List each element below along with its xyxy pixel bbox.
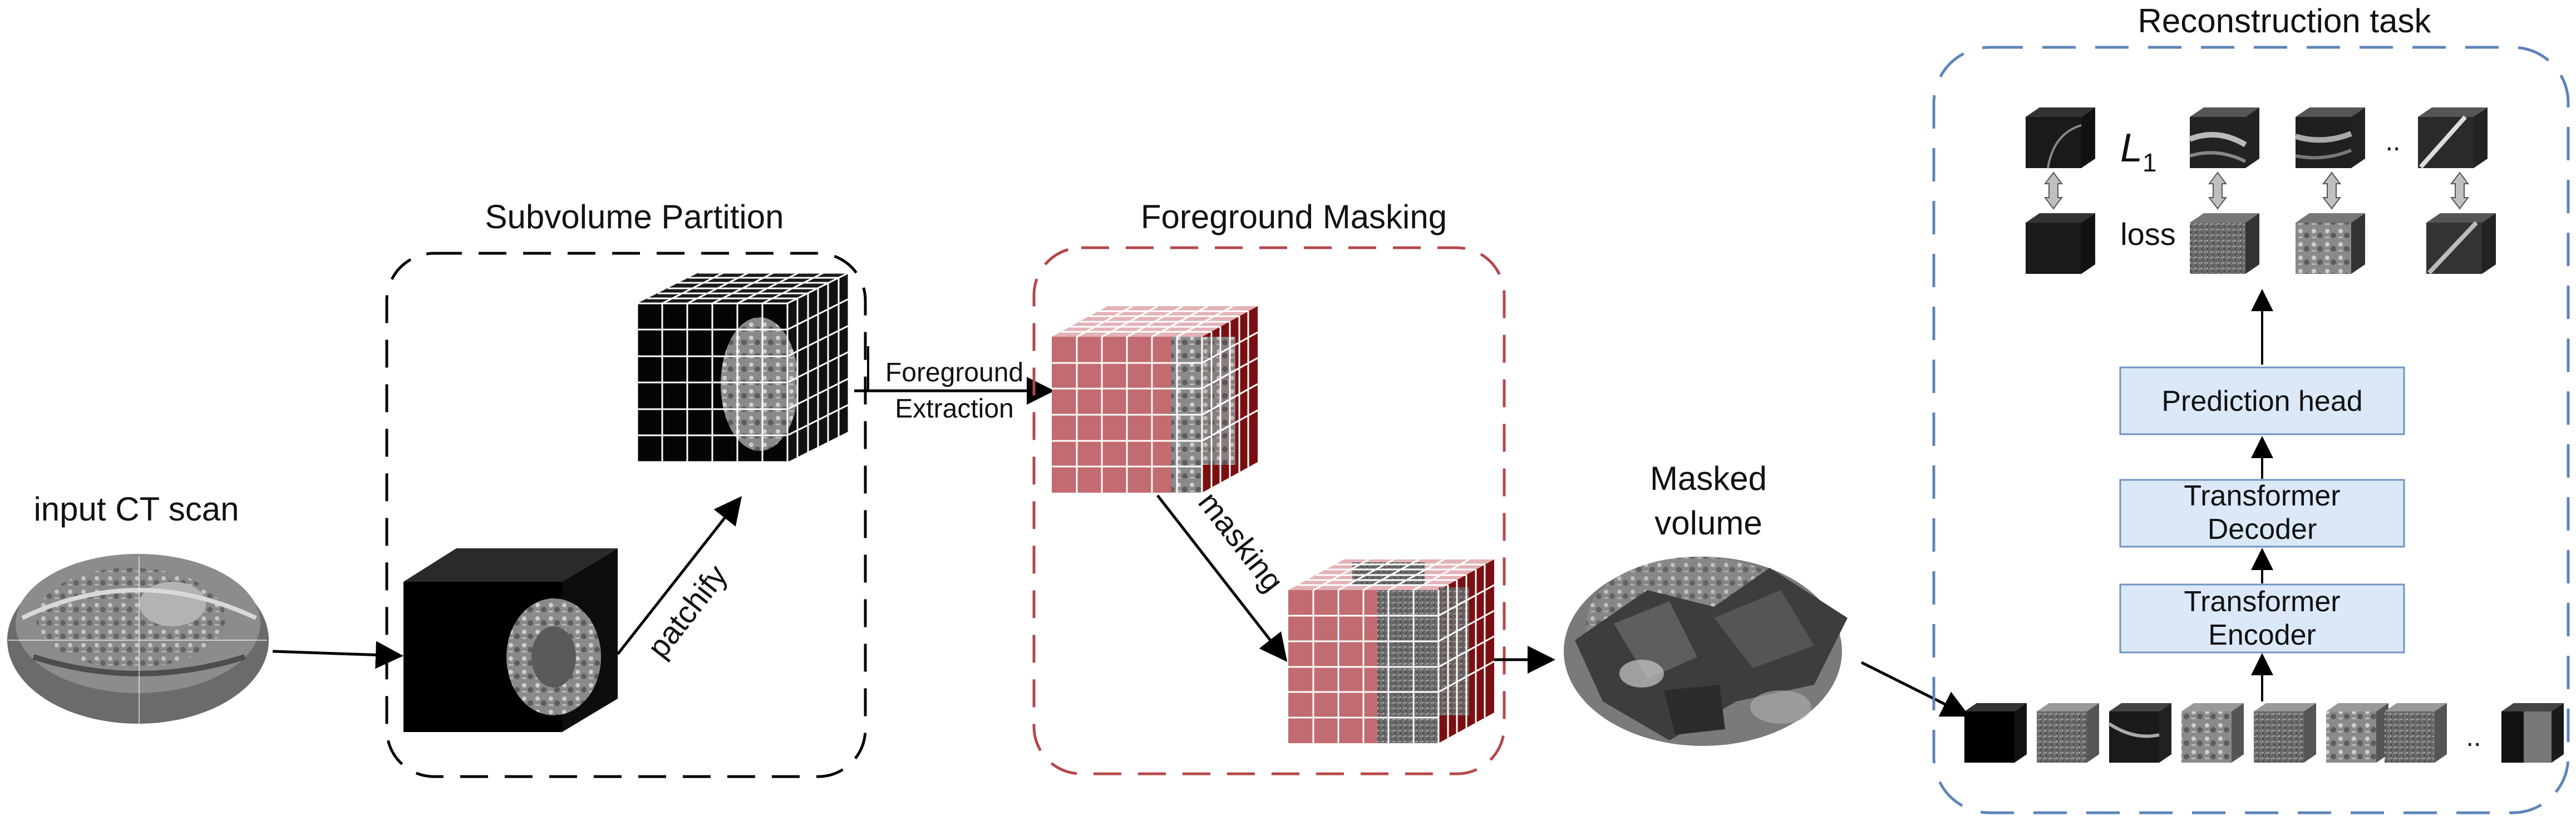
patchify-label: patchify — [640, 558, 733, 665]
input-label: input CT scan — [33, 490, 239, 528]
encoder-line1: Transformer — [2184, 586, 2340, 618]
target-cube — [2189, 107, 2259, 168]
masked-label-line2: volume — [1654, 504, 1762, 542]
recon-title: Reconstruction task — [2138, 2, 2432, 40]
reconstruction-section: Reconstruction task — [1932, 2, 2570, 814]
masked-volume-image — [1564, 557, 1848, 746]
arrow-to-token-sequence — [1860, 661, 1970, 717]
loss-symbol: L1 — [2120, 126, 2157, 177]
prediction-head-label: Prediction head — [2161, 385, 2362, 418]
prediction-cube — [2190, 213, 2259, 274]
token-cube — [2181, 703, 2244, 763]
subvolume-border — [385, 252, 867, 778]
target-cube — [2026, 107, 2095, 169]
recon-predictions-row: loss — [2026, 213, 2496, 274]
masked-volume-section: Masked volume — [1564, 460, 1848, 746]
token-cube — [2501, 703, 2564, 763]
foreground-masking-section: Foreground Masking — [1032, 198, 1506, 775]
decoder-line1: Transformer — [2184, 480, 2340, 512]
token-cube — [2254, 703, 2316, 763]
foreground-label: Foreground — [885, 358, 1023, 387]
extraction-label: Extraction — [895, 394, 1013, 424]
masking-border — [1032, 246, 1506, 775]
decoder-box: Transformer Decoder — [2119, 479, 2405, 548]
prediction-cube — [2426, 213, 2496, 274]
token-sequence: .. .. — [1964, 703, 2564, 763]
volume-cube — [403, 548, 618, 732]
arrow-patchify — [617, 496, 742, 655]
encoder-line2: Encoder — [2208, 619, 2316, 651]
masked-label-line1: Masked — [1650, 460, 1767, 497]
patch-grid-cube — [636, 272, 850, 463]
loss-word: loss — [2120, 217, 2176, 252]
target-cube — [2418, 107, 2488, 169]
loss-double-arrows — [2044, 171, 2469, 210]
target-cube — [2294, 107, 2365, 168]
masked-grid-cube-bottom — [1288, 558, 1495, 743]
masking-label: masking — [1191, 485, 1291, 598]
token-cube — [2385, 703, 2447, 763]
subvolume-title: Subvolume Partition — [485, 198, 784, 235]
token-dots-2: .. — [2466, 723, 2481, 752]
subvolume-partition-section: Subvolume Partition patchify — [385, 198, 867, 778]
masked-grid-cube-top — [1052, 305, 1258, 493]
input-ct-scan-section: input CT scan — [7, 490, 269, 724]
arrow-input-to-volume — [272, 641, 403, 669]
token-cube — [2108, 703, 2171, 763]
prediction-cube — [2026, 213, 2095, 274]
arrow-masking — [1156, 494, 1288, 662]
ct-scan-image — [7, 554, 269, 724]
decoder-line2: Decoder — [2208, 513, 2317, 546]
token-cube — [1964, 703, 2027, 763]
token-cube — [2326, 703, 2388, 763]
masking-title: Foreground Masking — [1141, 198, 1447, 235]
prediction-cube — [2296, 213, 2365, 274]
recon-targets-row: L1 .. — [2026, 107, 2488, 177]
recon-border — [1932, 46, 2570, 814]
token-cube — [2037, 703, 2099, 763]
prediction-head-box: Prediction head — [2119, 366, 2405, 435]
encoder-box: Transformer Encoder — [2119, 583, 2405, 654]
targets-dots: .. — [2386, 127, 2401, 156]
